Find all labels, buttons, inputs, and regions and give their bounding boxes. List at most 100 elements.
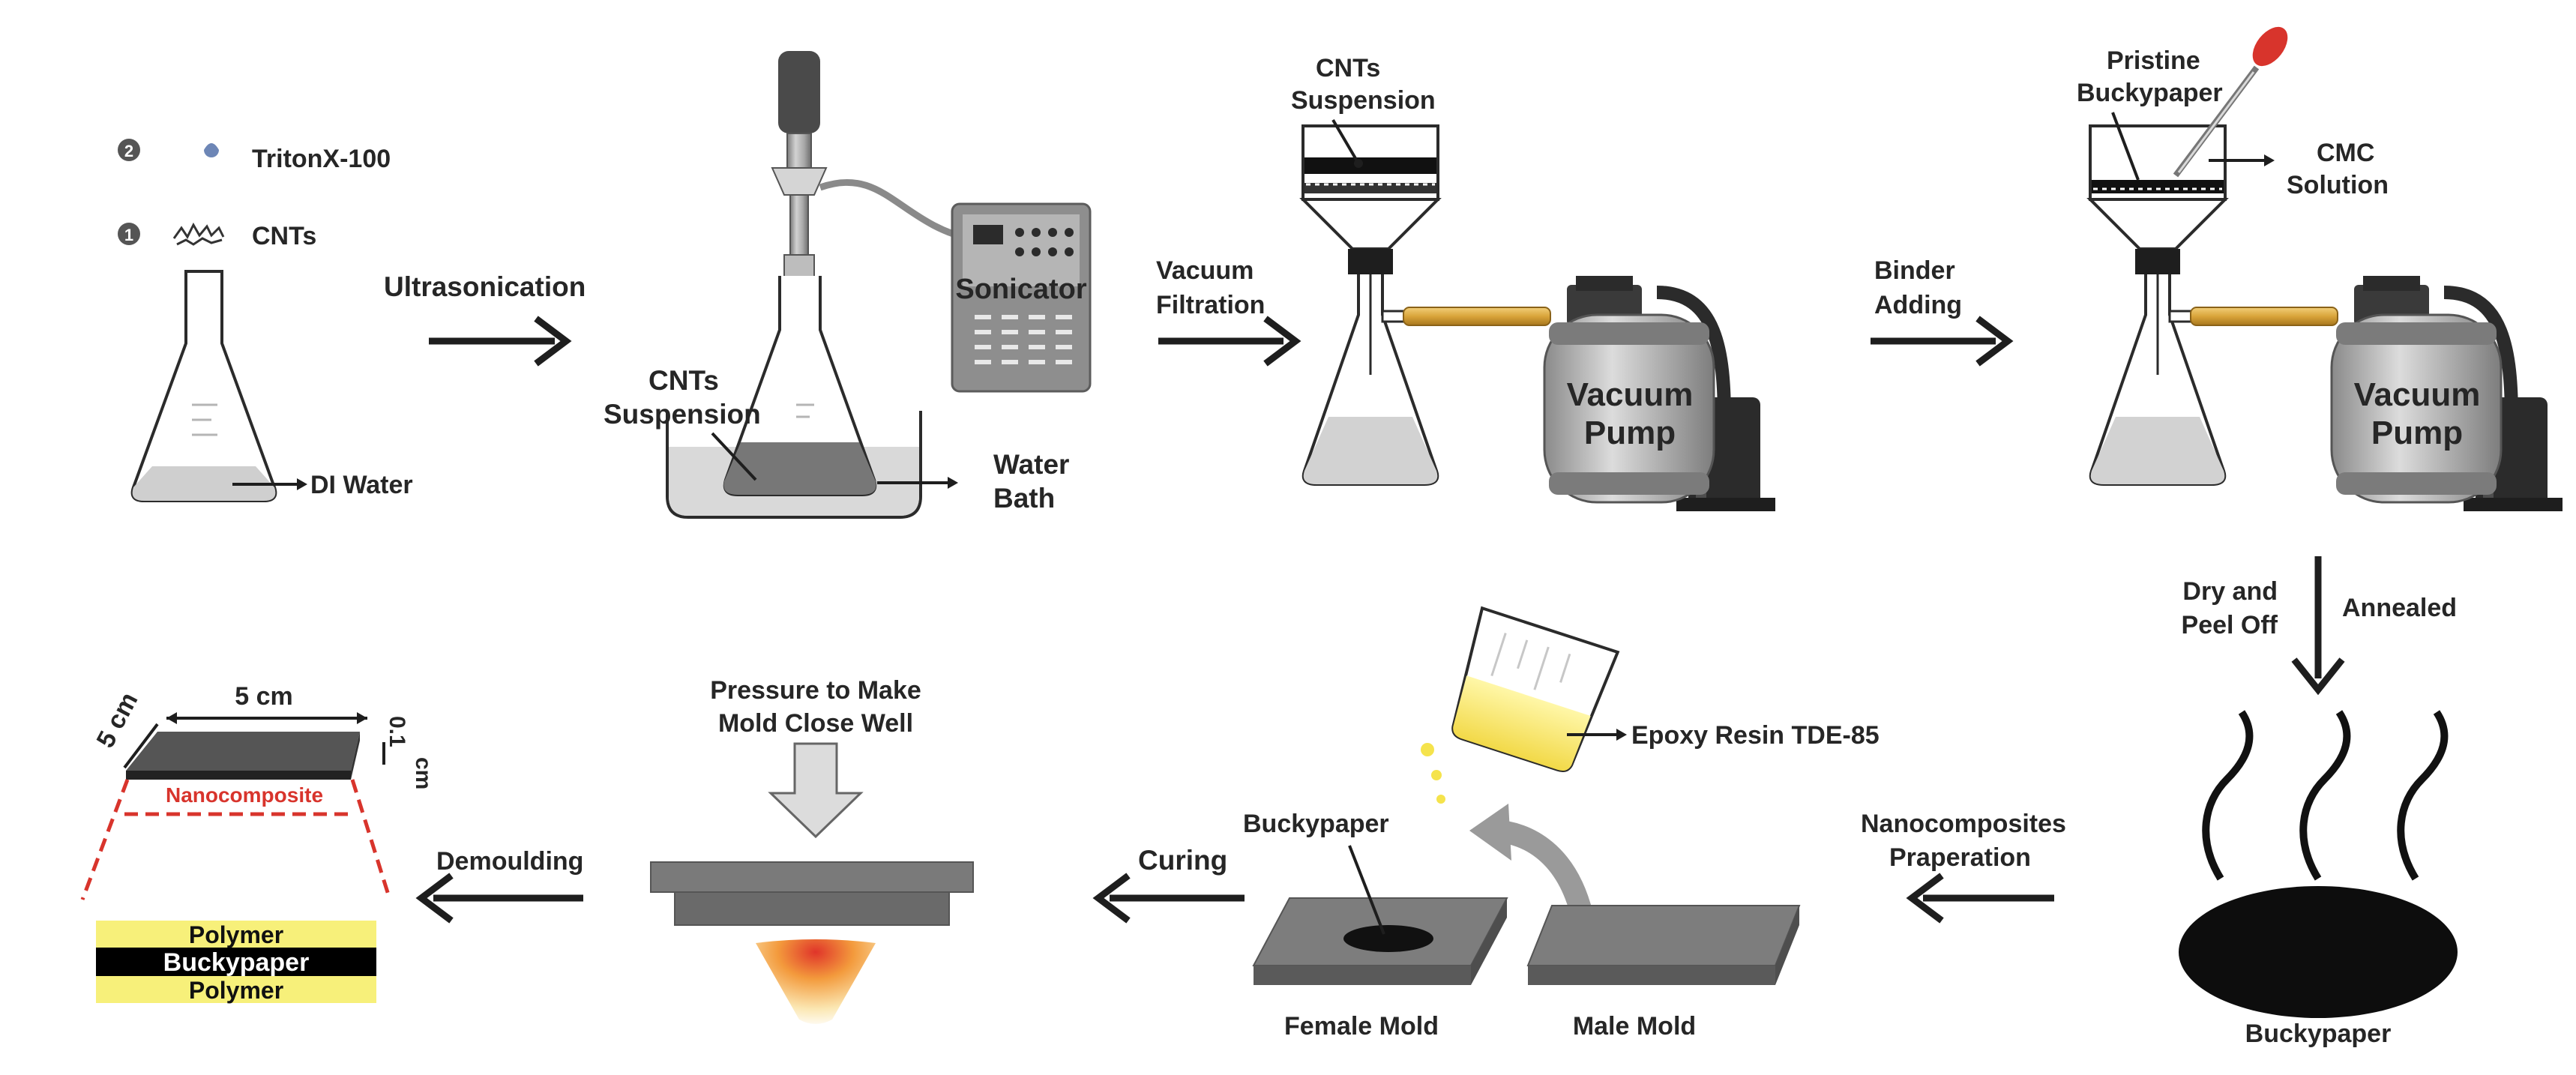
mold-buckypaper-label: Buckypaper xyxy=(1243,810,1389,838)
filtration-step-arrow: Vacuum Filtration xyxy=(1156,256,1301,367)
sample-top-face xyxy=(126,732,360,771)
resin-drop-2 xyxy=(1431,770,1442,780)
dry-label-1: Dry and xyxy=(2182,577,2278,606)
mold-buckypaper xyxy=(1343,925,1433,952)
demoulding-step-label: Demoulding xyxy=(436,847,583,876)
dry-label-2: Peel Off xyxy=(2182,611,2278,639)
ultrasonication-step-arrow: Ultrasonication xyxy=(384,271,586,367)
ultrasonication-step-label: Ultrasonication xyxy=(384,271,586,302)
pristine-label-2: Buckypaper xyxy=(2077,79,2223,107)
filtration-step-label-2: Filtration xyxy=(1156,291,1265,319)
pressure-label-2: Mold Close Well xyxy=(718,709,913,738)
filt-suspension-label-2: Suspension xyxy=(1291,86,1436,115)
filtration-tubing xyxy=(1403,307,1551,326)
binder-tubing xyxy=(2190,307,2338,326)
epoxy-label: Epoxy Resin TDE-85 xyxy=(1631,721,1880,750)
preparation-step-label-1: Nanocomposites xyxy=(1861,810,2066,838)
steam-line-1 xyxy=(2202,710,2254,881)
tritonx-label: TritonX-100 xyxy=(252,145,391,173)
cmc-label-2: Solution xyxy=(2287,171,2389,199)
nanocomposite-product: 5 cm 5 cm 0.1 cm Nanocomposite Polymer B… xyxy=(80,682,436,1004)
polymer-layer-bottom xyxy=(96,976,376,1003)
thickness-label-1: 0.1 xyxy=(385,716,409,747)
heat-icon xyxy=(756,939,876,1024)
preparation-step-label-2: Praperation xyxy=(1889,843,2031,872)
binder-step-label-1: Binder xyxy=(1874,256,1955,285)
filt-suspension-label-1: CNTs xyxy=(1316,54,1380,82)
female-mold-label: Female Mold xyxy=(1284,1012,1439,1041)
cnts-icon xyxy=(172,222,225,246)
pressure-arrow xyxy=(768,742,864,839)
binder-step-arrow: Binder Adding xyxy=(1871,256,2014,367)
buckypaper-layer xyxy=(96,948,376,976)
curing-step-arrow: Curing xyxy=(1092,845,1245,924)
pump-2-label-2: Pump xyxy=(2371,415,2463,451)
depth-dimension xyxy=(123,723,159,769)
droplet-icon xyxy=(204,143,219,157)
pressure-label-1: Pressure to Make xyxy=(710,676,921,705)
sonicator-label: Sonicator xyxy=(955,274,1086,305)
sonic-suspension-label-1: CNTs xyxy=(648,365,719,396)
depth-label: 5 cm xyxy=(91,687,144,752)
binder-setup: Pristine Buckypaper CMC Solution Vacuum … xyxy=(2077,26,2563,511)
filtration-step-label-1: Vacuum xyxy=(1156,256,1254,285)
binder-step-label-2: Adding xyxy=(1874,291,1962,319)
zoom-line-right xyxy=(350,779,392,900)
sonicator-unit: Sonicator xyxy=(951,202,1092,393)
step-1-marker-text: 1 xyxy=(124,226,133,244)
male-mold-label: Male Mold xyxy=(1573,1012,1696,1041)
sonic-suspension-label-2: Suspension xyxy=(604,399,761,430)
vacuum-pump-1: Vacuum Pump xyxy=(1543,276,1775,511)
curing-step-label: Curing xyxy=(1138,845,1227,876)
demoulding-step-arrow: Demoulding xyxy=(415,847,583,924)
resin-drop-1 xyxy=(1421,743,1434,756)
buckypaper-disk xyxy=(2179,886,2458,1018)
pipette-icon xyxy=(2173,26,2288,178)
pristine-buckypaper-layer xyxy=(2092,180,2224,193)
nanocomposite-label: Nanocomposite xyxy=(166,783,323,807)
width-label: 5 cm xyxy=(235,682,293,711)
buckypaper-label: Buckypaper xyxy=(2245,1020,2392,1048)
sonicator-display xyxy=(973,225,1003,244)
step-1-marker xyxy=(118,223,140,245)
epoxy-resin-fill xyxy=(1453,675,1591,771)
step-2-marker xyxy=(118,139,140,161)
cmc-label-1: CMC xyxy=(2317,139,2374,167)
pump-1-label-1: Vacuum xyxy=(1567,376,1694,413)
cnts-suspension-layer xyxy=(1304,157,1436,174)
annealed-label: Annealed xyxy=(2342,594,2457,622)
steam-line-2 xyxy=(2299,710,2351,881)
sonication-setup: CNTs Suspension Water Bath Sonicator xyxy=(604,51,1092,519)
resin-beaker xyxy=(1451,606,1620,773)
di-water-label: DI Water xyxy=(310,471,413,499)
cnts-suspension-fill xyxy=(723,442,876,495)
sonicator-probe-head xyxy=(778,51,820,133)
vacuum-pump-2: Vacuum Pump xyxy=(2330,276,2563,511)
curing-setup: Pressure to Make Mold Close Well xyxy=(650,676,974,1024)
polymer-top-label: Polymer xyxy=(189,921,283,948)
thickness-label-2: cm xyxy=(411,757,436,789)
pump-1-label-2: Pump xyxy=(1584,415,1676,451)
flask-icon xyxy=(130,270,277,502)
filtration-setup: CNTs Suspension Vacuum Pump xyxy=(1291,54,1775,511)
steam-line-3 xyxy=(2397,710,2449,881)
buckypaper-mid-label: Buckypaper xyxy=(163,948,310,977)
materials-group: 2 TritonX-100 1 CNTs DI Water xyxy=(118,139,413,502)
male-mold xyxy=(1526,905,1801,985)
molding-setup: Epoxy Resin TDE-85 Buckypaper Female Mol… xyxy=(1243,606,1880,1041)
polymer-bottom-label: Polymer xyxy=(189,977,283,1004)
water-bath-label-1: Water xyxy=(993,449,1069,480)
female-mold xyxy=(1252,897,1508,985)
pristine-label-1: Pristine xyxy=(2107,46,2200,75)
closed-mold-bottom xyxy=(674,891,950,926)
di-water-fill xyxy=(132,466,276,501)
preparation-step-arrow: Nanocomposites Praperation xyxy=(1861,810,2066,924)
drying-step-arrow: Dry and Peel Off Annealed xyxy=(2182,556,2457,696)
step-2-marker-text: 2 xyxy=(124,142,133,160)
buckypaper-dried: Buckypaper xyxy=(2179,710,2458,1048)
closed-mold-top xyxy=(650,861,974,893)
cnts-label: CNTs xyxy=(252,222,316,250)
zoom-line-left xyxy=(80,779,130,900)
filtrate-fill xyxy=(1303,417,1438,484)
